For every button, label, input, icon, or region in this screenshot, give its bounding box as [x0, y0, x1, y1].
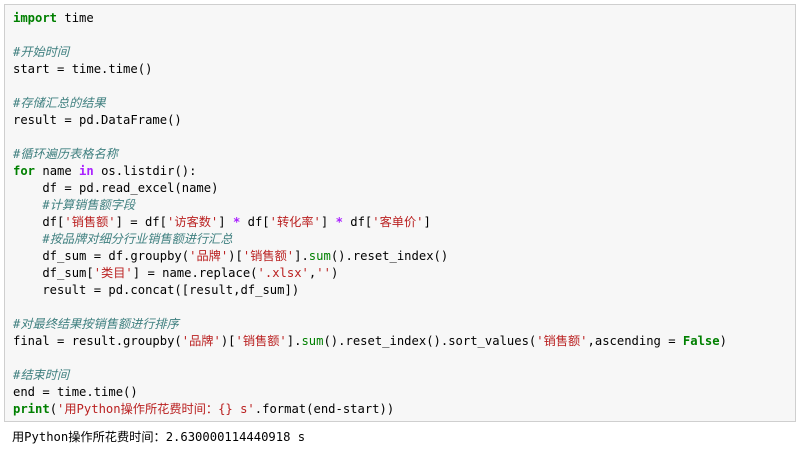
code-line: #按品牌对细分行业销售额进行汇总: [13, 231, 727, 248]
code-token: #计算销售额字段: [42, 198, 136, 212]
code-token: import: [13, 11, 58, 25]
code-token: print: [13, 402, 50, 416]
code-line: [13, 129, 727, 146]
code-line: print('用Python操作所花费时间：{} s'.format(end-s…: [13, 401, 727, 418]
code-line: import time: [13, 10, 727, 27]
code-token: '品牌': [181, 334, 221, 348]
code-line: #循环遍历表格名称: [13, 146, 727, 163]
code-token: '销售额': [64, 215, 116, 229]
code-line: #结束时间: [13, 367, 727, 384]
code-token: #结束时间: [13, 368, 70, 382]
code-token: False: [682, 334, 720, 348]
code-token: ): [719, 334, 727, 348]
code-token: df[: [342, 215, 373, 229]
code-line: #存储汇总的结果: [13, 95, 727, 112]
code-token: ].: [286, 334, 302, 348]
code-line: [13, 299, 727, 316]
code-line: result = pd.concat([result,df_sum]): [13, 282, 727, 299]
code-token: ]: [320, 215, 336, 229]
code-token: )[: [228, 249, 243, 263]
code-token: [13, 198, 42, 212]
code-token: #开始时间: [13, 45, 70, 59]
code-line: result = pd.DataFrame(): [13, 112, 727, 129]
code-token: ,: [308, 266, 317, 280]
code-token: *: [335, 215, 343, 229]
code-token: '品牌': [189, 249, 229, 263]
code-line: [13, 78, 727, 95]
code-line: #开始时间: [13, 44, 727, 61]
code-token: df = pd.read_excel(name): [13, 181, 219, 195]
code-line: df['销售额'] = df['访客数'] * df['转化率'] * df['…: [13, 214, 727, 231]
code-line: #对最终结果按销售额进行排序: [13, 316, 727, 333]
code-token: os.listdir():: [93, 164, 197, 178]
code-token: #循环遍历表格名称: [13, 147, 118, 161]
code-token: ] = name.replace(: [132, 266, 258, 280]
code-token: ().reset_index(): [330, 249, 449, 263]
code-token: result = pd.concat([result,df_sum]): [13, 283, 300, 297]
code-token: '销售额': [242, 249, 295, 263]
code-token: for: [13, 164, 36, 178]
code-token: result = pd.DataFrame(): [13, 113, 182, 127]
code-line: df = pd.read_excel(name): [13, 180, 727, 197]
code-token: start = time.time(): [13, 62, 153, 76]
code-token: ]: [218, 215, 233, 229]
code-token: time: [57, 11, 94, 25]
code-token: final = result.groupby(: [13, 334, 182, 348]
code-line: for name in os.listdir():: [13, 163, 727, 180]
code-token: '': [316, 266, 331, 280]
code-line: start = time.time(): [13, 61, 727, 78]
code-token: ] = df[: [115, 215, 167, 229]
code-token: '类目': [93, 266, 133, 280]
code-token: in: [79, 164, 94, 178]
code-token: [13, 232, 42, 246]
code-line: [13, 350, 727, 367]
code-token: ().reset_index().sort_values(: [323, 334, 537, 348]
code-token: df[: [13, 215, 65, 229]
code-token: '销售额': [235, 334, 287, 348]
code-token: ): [330, 266, 339, 280]
code-token: sum: [301, 334, 324, 348]
code-token: '客单价': [372, 215, 424, 229]
code-token: #对最终结果按销售额进行排序: [13, 317, 179, 331]
code-token: .format(end-start)): [254, 402, 395, 416]
code-token: '访客数': [167, 215, 219, 229]
code-token: '销售额': [536, 334, 588, 348]
code-token: ,ascending =: [587, 334, 683, 348]
code-editor[interactable]: import time #开始时间 start = time.time() #存储汇总…: [13, 10, 727, 418]
cell-output: 用Python操作所花费时间：2.630000114440918 s: [12, 430, 306, 444]
code-line: [13, 27, 727, 44]
code-token: ].: [294, 249, 309, 263]
code-token: #按品牌对细分行业销售额进行汇总: [42, 232, 233, 246]
code-line: end = time.time(): [13, 384, 727, 401]
code-token: '转化率': [269, 215, 321, 229]
code-line: final = result.groupby('品牌')['销售额'].sum(…: [13, 333, 727, 350]
code-line: #计算销售额字段: [13, 197, 727, 214]
code-token: *: [232, 215, 241, 229]
code-token: name: [35, 164, 80, 178]
code-line: df_sum = df.groupby('品牌')['销售额'].sum().r…: [13, 248, 727, 265]
code-line: df_sum['类目'] = name.replace('.xlsx',''): [13, 265, 727, 282]
code-token: '.xlsx': [257, 266, 309, 280]
code-token: df[: [240, 215, 270, 229]
code-token: )[: [220, 334, 236, 348]
code-token: sum: [308, 249, 331, 263]
code-token: ]: [423, 215, 431, 229]
code-cell[interactable]: import time #开始时间 start = time.time() #存储汇总…: [4, 4, 796, 422]
code-token: #存储汇总的结果: [13, 96, 106, 110]
code-token: end = time.time(): [13, 385, 138, 399]
code-token: '用Python操作所花费时间：{} s': [57, 402, 255, 416]
code-token: df_sum[: [13, 266, 94, 280]
code-token: df_sum = df.groupby(: [13, 249, 190, 263]
code-token: (: [49, 402, 58, 416]
